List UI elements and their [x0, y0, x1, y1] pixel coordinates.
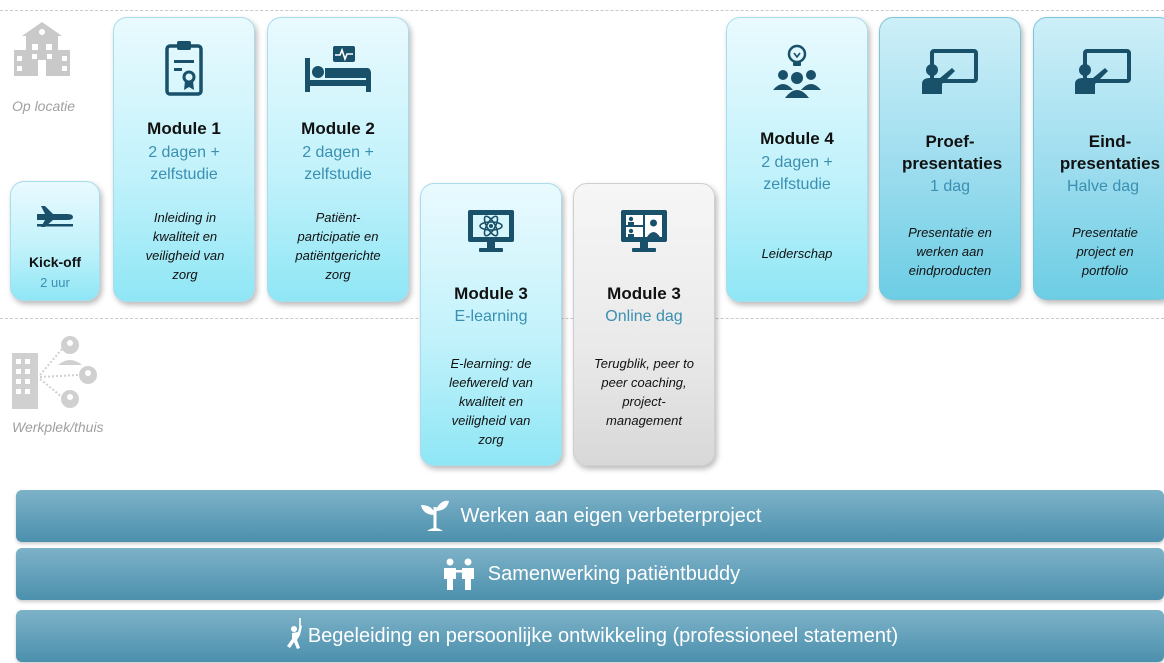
- school-building-icon: [14, 22, 70, 76]
- module-2-card: Module 2 2 dagen + zelfstudie Patiënt-pa…: [267, 17, 409, 302]
- kickoff-duration: 2 uur: [40, 275, 70, 290]
- final-presentations-title: Eind-presentaties: [1059, 132, 1161, 173]
- module-4-duration: 2 dagen + zelfstudie: [761, 154, 833, 193]
- module-2-description: Patiënt-participatie en patiëntgerichte …: [295, 210, 381, 282]
- climber-icon: [286, 618, 302, 649]
- module-3-elearning-format: E-learning: [454, 308, 528, 325]
- module-1-card: Module 1 2 dagen + zelfstudie Inleiding …: [113, 17, 255, 302]
- video-call-icon: [621, 210, 667, 252]
- trial-presentations-card: Proef-presentaties 1 dag Presentatie en …: [879, 17, 1021, 300]
- monitor-atom-icon: [468, 210, 514, 252]
- team-idea-icon: [773, 44, 821, 98]
- improvement-project-bar: Werken aan eigen verbeterproject: [16, 490, 1164, 542]
- module-4-description: Leiderschap: [761, 246, 833, 261]
- final-presentations-duration: Halve dag: [1066, 178, 1140, 195]
- people-icon: [443, 558, 474, 590]
- module-1-duration: 2 dagen + zelfstudie: [148, 144, 220, 183]
- presenter-board-icon: [922, 49, 978, 94]
- plant-icon: [420, 500, 449, 531]
- module-2-title: Module 2: [301, 119, 375, 138]
- module-3-online-card: Module 3 Online dag Terugblik, peer to p…: [573, 183, 715, 466]
- trial-presentations-description: Presentatie en werken aan eindproducten: [908, 225, 992, 278]
- module-4-card: Module 4 2 dagen + zelfstudie Leiderscha…: [726, 17, 868, 302]
- on-location-label: Op locatie: [12, 98, 76, 114]
- final-presentations-description: Presentatie project en portfolio: [1072, 225, 1138, 278]
- trial-presentations-title: Proef-presentaties: [902, 132, 1003, 173]
- personal-development-label: Begeleiding en persoonlijke ontwikkeling…: [307, 624, 899, 647]
- kickoff-card: Kick-off 2 uur: [10, 181, 100, 301]
- top-divider: [0, 10, 1164, 11]
- clipboard-certificate-icon: [165, 41, 203, 96]
- airplane-icon: [37, 206, 73, 227]
- module-1-title: Module 1: [147, 119, 221, 138]
- patient-buddy-label: Samenwerking patiëntbuddy: [487, 562, 741, 585]
- module-3-online-title: Module 3: [607, 284, 681, 303]
- presenter-board-icon: [1075, 49, 1131, 94]
- trial-presentations-duration: 1 dag: [929, 178, 971, 195]
- module-2-duration: 2 dagen + zelfstudie: [302, 144, 374, 183]
- patient-buddy-bar: Samenwerking patiëntbuddy: [16, 548, 1164, 600]
- office-network-icon: [12, 336, 97, 409]
- personal-development-bar: Begeleiding en persoonlijke ontwikkeling…: [16, 610, 1164, 662]
- hospital-bed-icon: [305, 46, 371, 92]
- module-3-online-description: Terugblik, peer to peer coaching, projec…: [594, 356, 694, 428]
- module-3-elearning-description: E-learning: de leefwereld van kwaliteit …: [449, 356, 533, 447]
- module-3-online-format: Online dag: [605, 308, 683, 325]
- module-3-elearning-card: Module 3 E-learning E-learning: de leefw…: [420, 183, 562, 466]
- workplace-home-label: Werkplek/thuis: [12, 419, 104, 435]
- kickoff-title: Kick-off: [28, 254, 82, 270]
- final-presentations-card: Eind-presentaties Halve dag Presentatie …: [1033, 17, 1164, 300]
- module-1-description: Inleiding in kwaliteit en veiligheid van…: [145, 210, 225, 282]
- module-3-elearning-title: Module 3: [454, 284, 528, 303]
- improvement-project-label: Werken aan eigen verbeterproject: [460, 504, 762, 527]
- module-4-title: Module 4: [760, 129, 834, 148]
